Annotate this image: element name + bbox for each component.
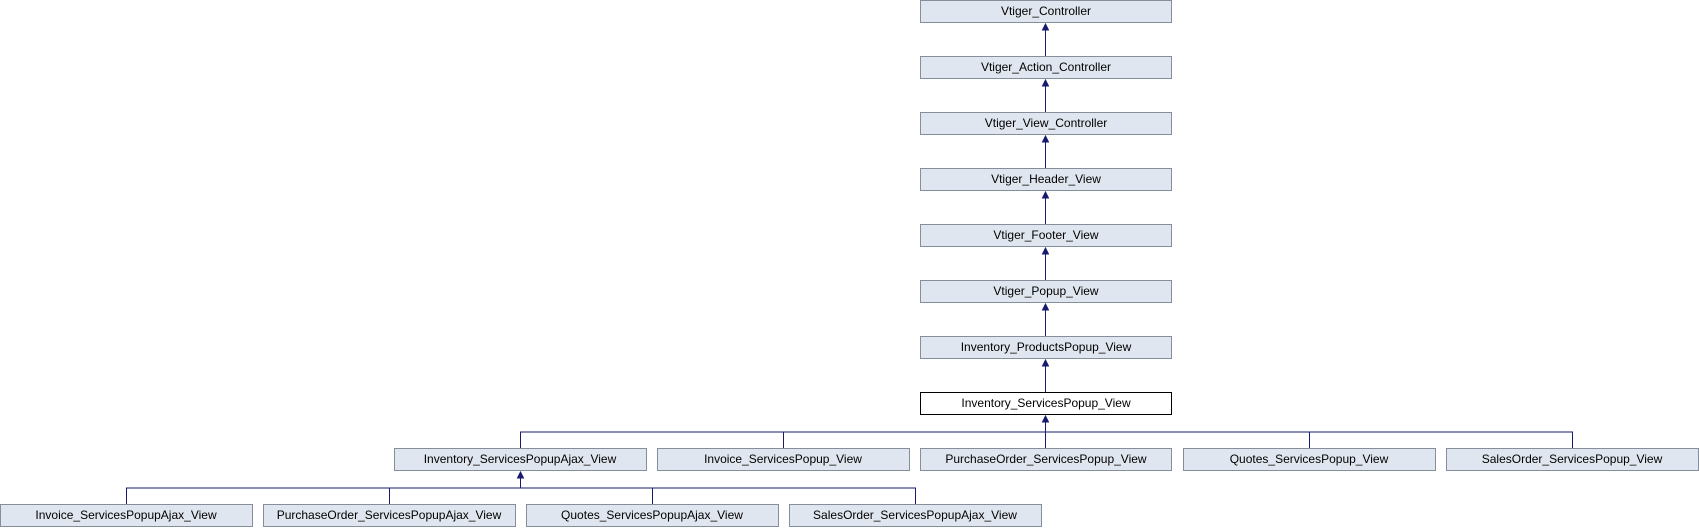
node-inventory-servicespopup-view-current: Inventory_ServicesPopup_View — [920, 392, 1172, 415]
node-inventory-productspopup-view[interactable]: Inventory_ProductsPopup_View — [920, 336, 1172, 359]
node-purchaseorder-servicespopup-view[interactable]: PurchaseOrder_ServicesPopup_View — [920, 448, 1172, 471]
node-label: Inventory_ServicesPopupAjax_View — [424, 452, 617, 466]
node-label: Vtiger_Footer_View — [993, 228, 1099, 242]
node-salesorder-servicespopup-view[interactable]: SalesOrder_ServicesPopup_View — [1446, 448, 1699, 471]
node-inventory-servicespopupajax-view[interactable]: Inventory_ServicesPopupAjax_View — [394, 448, 647, 471]
node-label: Quotes_ServicesPopup_View — [1230, 452, 1389, 466]
node-label: SalesOrder_ServicesPopupAjax_View — [813, 508, 1017, 522]
node-vtiger-controller[interactable]: Vtiger_Controller — [920, 0, 1172, 23]
node-salesorder-servicespopupajax-view[interactable]: SalesOrder_ServicesPopupAjax_View — [789, 504, 1042, 527]
node-label: Inventory_ProductsPopup_View — [961, 340, 1132, 354]
edge-children-of-inventory_servicespopupajax_view — [126, 487, 916, 504]
node-quotes-servicespopup-view[interactable]: Quotes_ServicesPopup_View — [1183, 448, 1436, 471]
arrowhead-inventory_productspopup_view — [1041, 358, 1050, 367]
node-label: Vtiger_Popup_View — [993, 284, 1099, 298]
edge-children-of-inventory_servicespopup_view — [520, 431, 1573, 448]
node-vtiger-footer-view[interactable]: Vtiger_Footer_View — [920, 224, 1172, 247]
node-label: Vtiger_View_Controller — [985, 116, 1108, 130]
node-invoice-servicespopupajax-view[interactable]: Invoice_ServicesPopupAjax_View — [0, 504, 253, 527]
arrowhead-vtiger_action_controller — [1041, 78, 1050, 87]
node-vtiger-header-view[interactable]: Vtiger_Header_View — [920, 168, 1172, 191]
arrowhead-vtiger_header_view — [1041, 190, 1050, 199]
node-purchaseorder-servicespopupajax-view[interactable]: PurchaseOrder_ServicesPopupAjax_View — [263, 504, 516, 527]
arrowhead-vtiger_controller — [1041, 22, 1050, 31]
arrowhead-vtiger_view_controller — [1041, 134, 1050, 143]
node-vtiger-view-controller[interactable]: Vtiger_View_Controller — [920, 112, 1172, 135]
node-label: Invoice_ServicesPopup_View — [704, 452, 862, 466]
arrowhead-inventory_servicespopupajax_view — [516, 470, 525, 479]
node-vtiger-action-controller[interactable]: Vtiger_Action_Controller — [920, 56, 1172, 79]
arrowhead-vtiger_footer_view — [1041, 246, 1050, 255]
node-label: Vtiger_Header_View — [991, 172, 1101, 186]
node-label: Quotes_ServicesPopupAjax_View — [561, 508, 743, 522]
node-label: Vtiger_Action_Controller — [981, 60, 1111, 74]
node-invoice-servicespopup-view[interactable]: Invoice_ServicesPopup_View — [657, 448, 910, 471]
arrowhead-vtiger_popup_view — [1041, 302, 1050, 311]
edge-layer — [126, 22, 1573, 504]
node-label: Invoice_ServicesPopupAjax_View — [35, 508, 217, 522]
node-quotes-servicespopupajax-view[interactable]: Quotes_ServicesPopupAjax_View — [526, 504, 779, 527]
node-label: PurchaseOrder_ServicesPopupAjax_View — [277, 508, 502, 522]
node-vtiger-popup-view[interactable]: Vtiger_Popup_View — [920, 280, 1172, 303]
node-label: PurchaseOrder_ServicesPopup_View — [945, 452, 1147, 466]
node-label: SalesOrder_ServicesPopup_View — [1482, 452, 1663, 466]
arrowhead-inventory_servicespopup_view — [1041, 414, 1050, 423]
node-label: Inventory_ServicesPopup_View — [961, 396, 1131, 410]
node-label: Vtiger_Controller — [1001, 4, 1091, 18]
